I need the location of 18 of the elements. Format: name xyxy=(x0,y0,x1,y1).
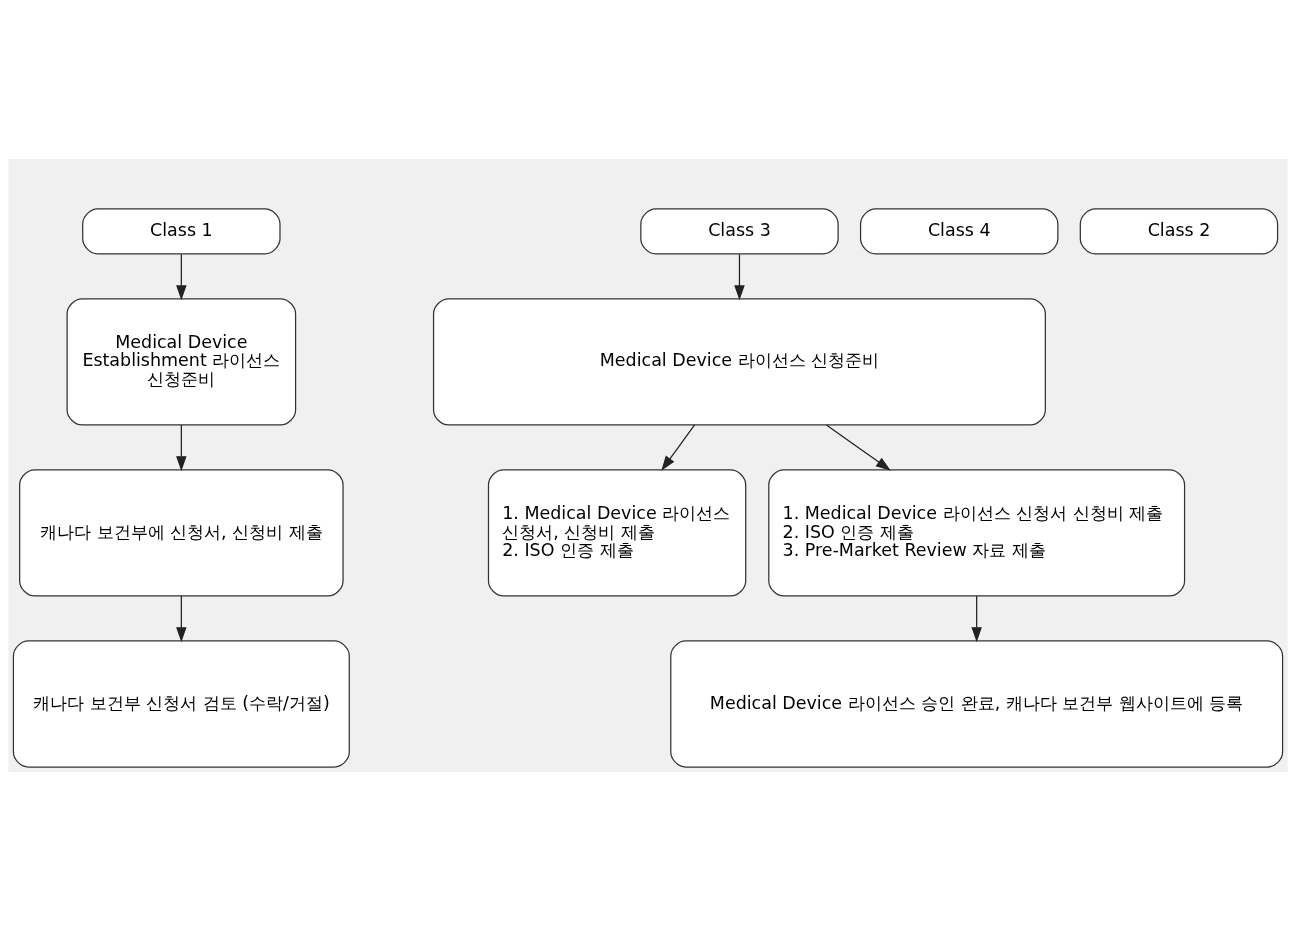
arrow xyxy=(734,253,745,301)
node-box: Class 1 xyxy=(82,208,281,255)
node-box: Medical Device 라이선스 승인 완료, 캐나다 보건부 웹사이트에 등록 xyxy=(670,640,1284,768)
node-box: 캐나다 보건부 신청서 검토 (수락/거절) xyxy=(12,640,350,768)
node-box: Class 2 xyxy=(1079,208,1279,255)
arrow xyxy=(971,595,982,643)
node-box: 1. Medical Device 라이선스 신청서 신청비 제출 2. ISO 인증 제출 3. Pre-Market Review 자료 제출 xyxy=(768,469,1186,597)
node-box: 캐나다 보건부에 신청서, 신청비 제출 xyxy=(19,469,344,597)
arrow xyxy=(176,424,187,472)
node-box: 1. Medical Device 라이선스 신청서, 신청비 제출 2. ISO 인증 제출 xyxy=(487,469,747,597)
arrow xyxy=(661,424,696,471)
arrow xyxy=(176,253,187,301)
node-box: Class 4 xyxy=(859,208,1059,255)
node-box: Medical Device Establishment 라이선스 신청준비 xyxy=(66,298,297,426)
node-box: Class 3 xyxy=(640,208,839,255)
arrow xyxy=(176,595,187,643)
arrow xyxy=(825,424,891,471)
node-box: Medical Device 라이선스 신청준비 xyxy=(432,298,1046,426)
